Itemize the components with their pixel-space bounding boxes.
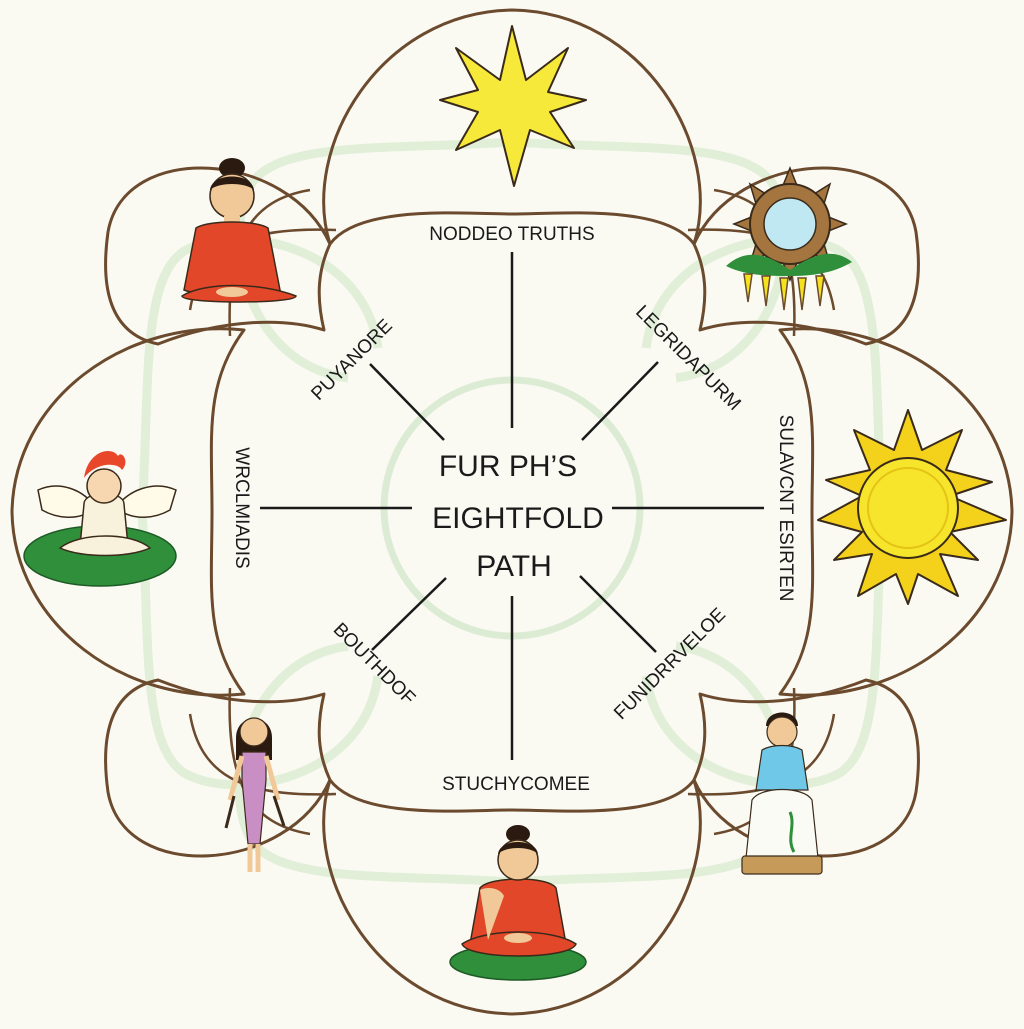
center-title-line-1: FUR PH’S (439, 450, 577, 483)
petal-top-right (692, 166, 920, 346)
winged-figure-icon (23, 451, 177, 587)
seated-buddha-icon (181, 158, 297, 303)
spokes (260, 252, 764, 760)
petal-bottom (322, 778, 702, 1016)
label-bottom: STUCHYCOMEE (442, 774, 590, 795)
center-title-line-2: EIGHTFOLD (432, 502, 604, 535)
sun-icon (817, 409, 1007, 605)
label-left: WRCLMIADIS (231, 447, 252, 568)
petal-bottom-left (104, 678, 332, 858)
label-top: NODDEO TRUTHS (429, 224, 594, 245)
star-icon (439, 25, 587, 187)
seated-woman-icon (741, 712, 823, 875)
petal-top (322, 8, 702, 246)
standing-woman-icon (224, 717, 286, 872)
petal-top-left (104, 166, 332, 346)
sun-flower-icon (726, 165, 852, 311)
label-right: SULAVCNT ESIRTEN (775, 415, 796, 602)
meditating-buddha-icon (449, 825, 587, 981)
petal-left (10, 327, 246, 697)
label-lower-right: FUNIDRRVELOE (610, 604, 730, 724)
center-title-line-3: PATH (476, 550, 552, 583)
petal-right (778, 327, 1014, 697)
